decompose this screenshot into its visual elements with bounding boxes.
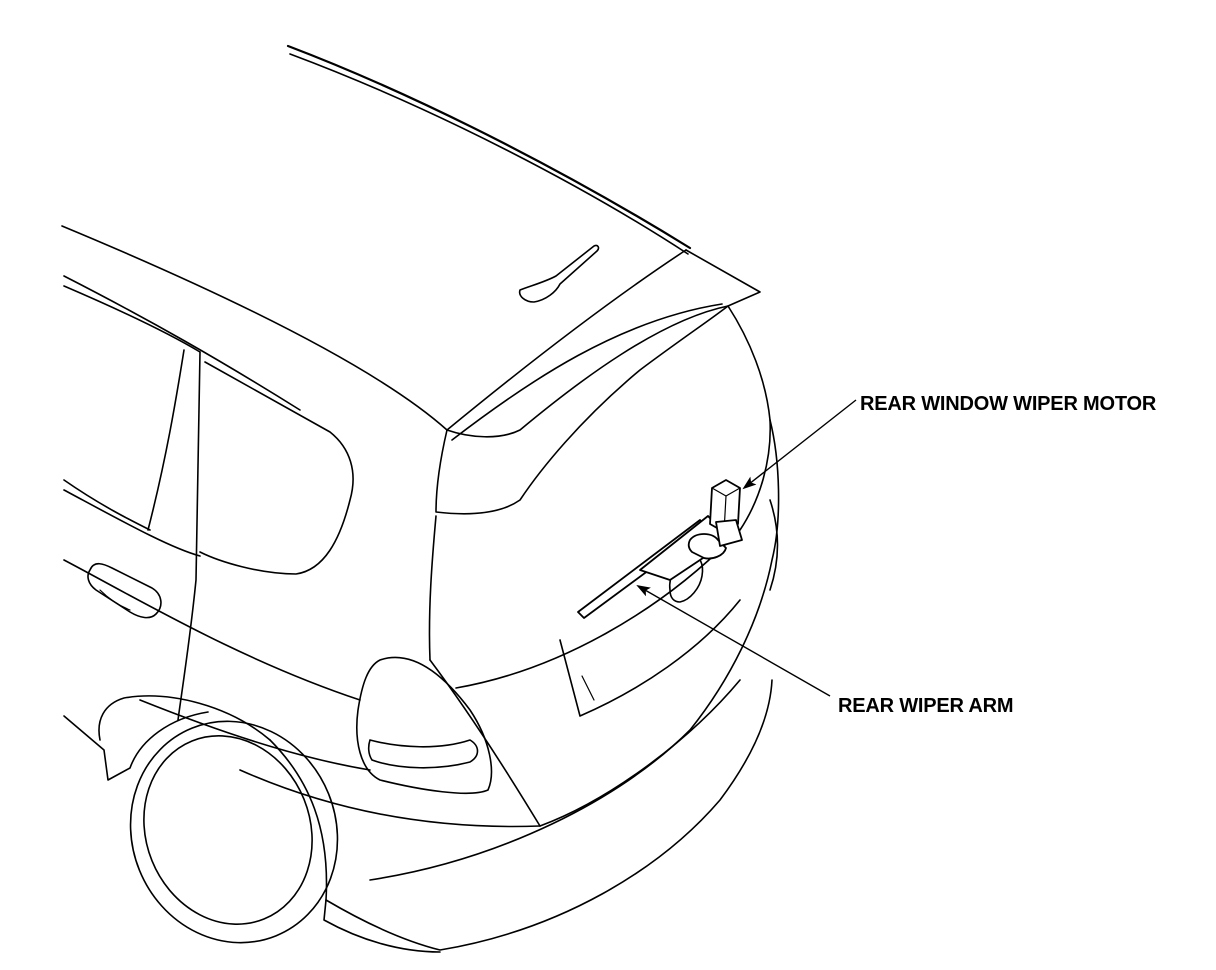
- roof: [61, 44, 692, 431]
- label-rear-window-wiper-motor: REAR WINDOW WIPER MOTOR: [860, 393, 1157, 415]
- rear-wiper-motor: [709, 479, 743, 547]
- label-rear-wiper-arm: REAR WIPER ARM: [838, 695, 1013, 717]
- tailgate: [428, 305, 772, 827]
- rear-wiper-arm: [577, 515, 731, 619]
- arrow-icon: [742, 399, 857, 490]
- callout-arm: REAR WIPER ARM: [636, 585, 1014, 717]
- callout-motor: REAR WINDOW WIPER MOTOR: [742, 393, 1157, 490]
- tail-light: [356, 656, 493, 795]
- rear-bumper: [239, 419, 780, 953]
- rear-spoiler: [446, 249, 761, 441]
- side-body: [63, 285, 371, 771]
- arrow-icon: [636, 585, 831, 697]
- rear-wheel: [63, 695, 339, 944]
- antenna: [518, 244, 600, 303]
